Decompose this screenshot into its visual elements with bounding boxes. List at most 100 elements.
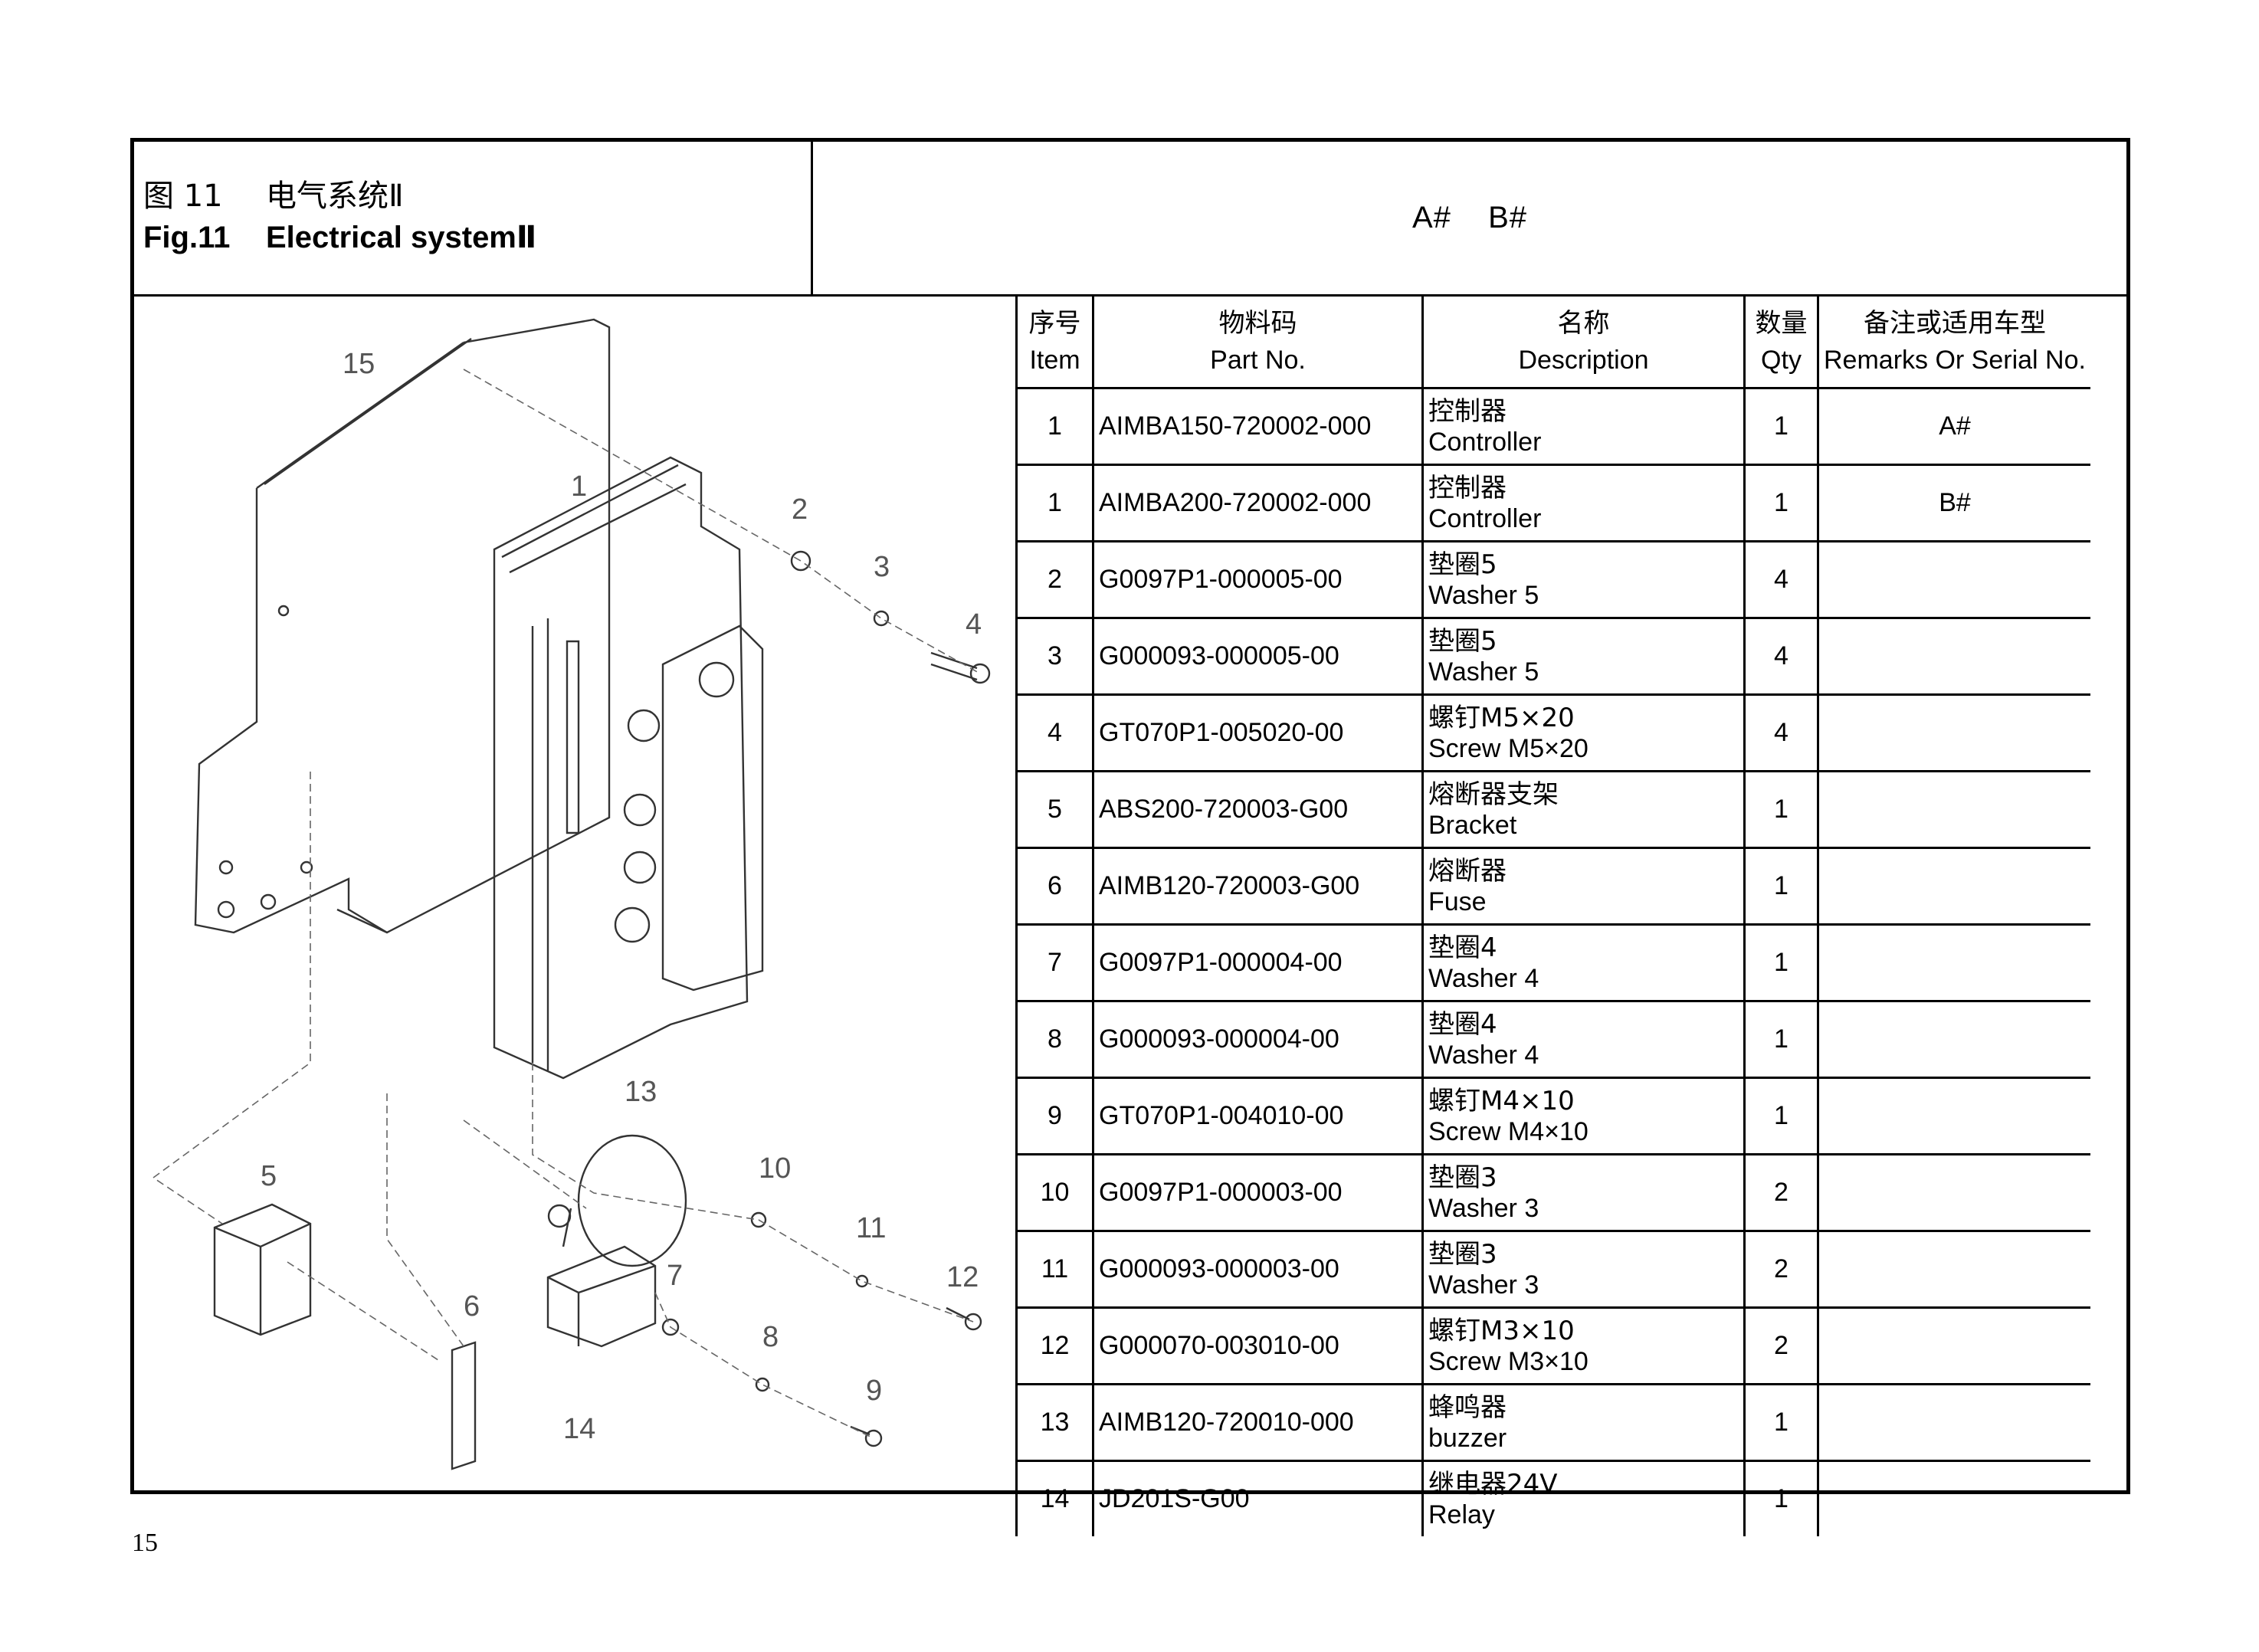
cell-part-no: GT070P1-005020-00: [1092, 693, 1424, 772]
description-en: Washer 4: [1428, 1040, 1539, 1070]
description-en: Washer 5: [1428, 580, 1539, 610]
cell-part-no: ABS200-720003-G00: [1092, 770, 1424, 849]
cell-remarks: [1816, 770, 2090, 849]
description-en: Washer 5: [1428, 657, 1539, 687]
cell-remarks: B#: [1816, 464, 2090, 542]
cell-remarks: [1816, 1230, 2090, 1309]
cell-part-no: G0097P1-000004-00: [1092, 923, 1424, 1002]
cell-part-no: G000093-000003-00: [1092, 1230, 1424, 1309]
description-en: Screw M4×10: [1428, 1116, 1589, 1146]
cell-item: 4: [1015, 693, 1094, 772]
callout-4: 4: [966, 608, 982, 641]
cell-part-no: JD201S-G00: [1092, 1460, 1424, 1536]
cell-part-no: AIMBA150-720002-000: [1092, 387, 1424, 466]
description-zh: 螺钉M5×20: [1428, 702, 1575, 733]
cell-item: 14: [1015, 1460, 1094, 1536]
description-zh: 控制器: [1428, 472, 1507, 503]
cell-item: 1: [1015, 387, 1094, 466]
callout-9: 9: [866, 1375, 882, 1407]
cell-remarks: [1816, 1153, 2090, 1232]
buzzer: [577, 1134, 687, 1267]
cell-item: 9: [1015, 1077, 1094, 1155]
description-en: Relay: [1428, 1500, 1495, 1529]
cell-qty: 4: [1743, 693, 1819, 772]
description-en: buzzer: [1428, 1423, 1507, 1453]
cell-part-no: G000093-000004-00: [1092, 1000, 1424, 1079]
description-en: Fuse: [1428, 887, 1487, 916]
mounting-plate: [336, 318, 611, 934]
controller-body: [493, 456, 749, 1080]
variant-b: B#: [1488, 201, 1527, 234]
cell-qty: 4: [1743, 540, 1819, 619]
cell-item: 13: [1015, 1383, 1094, 1462]
cell-item: 5: [1015, 770, 1094, 849]
cell-remarks: [1816, 1077, 2090, 1155]
description-zh: 垫圈4: [1428, 1008, 1497, 1040]
description-zh: 蜂鸣器: [1428, 1391, 1507, 1423]
cell-qty: 1: [1743, 770, 1819, 849]
cell-item: 7: [1015, 923, 1094, 1002]
description-zh: 垫圈5: [1428, 549, 1497, 580]
description-zh: 熔断器: [1428, 855, 1507, 887]
cell-part-no: GT070P1-004010-00: [1092, 1077, 1424, 1155]
cell-qty: 1: [1743, 1383, 1819, 1462]
cell-qty: 1: [1743, 1460, 1819, 1536]
callout-15: 15: [343, 348, 375, 380]
cell-item: 1: [1015, 464, 1094, 542]
callout-6: 6: [464, 1290, 480, 1323]
callout-3: 3: [874, 551, 890, 583]
cell-qty: 1: [1743, 923, 1819, 1002]
cell-item: 10: [1015, 1153, 1094, 1232]
cell-part-no: AIMBA200-720002-000: [1092, 464, 1424, 542]
page-number: 15: [132, 1529, 158, 1557]
fuse-bracket: [213, 1203, 312, 1336]
description-zh: 垫圈4: [1428, 932, 1497, 963]
description-zh: 垫圈3: [1428, 1162, 1497, 1193]
callout-2: 2: [792, 493, 808, 526]
figure-title-text-en: Electrical systemⅡ: [266, 221, 537, 254]
applicable-models: A# B#: [813, 142, 2126, 297]
cell-item: 2: [1015, 540, 1094, 619]
cell-remarks: [1816, 540, 2090, 619]
cell-qty: 2: [1743, 1153, 1819, 1232]
cell-remarks: [1816, 1383, 2090, 1462]
cell-qty: 1: [1743, 464, 1819, 542]
cell-item: 8: [1015, 1000, 1094, 1079]
cell-qty: 1: [1743, 1000, 1819, 1079]
cell-part-no: AIMB120-720010-000: [1092, 1383, 1424, 1462]
callout-8: 8: [762, 1321, 779, 1353]
description-zh: 继电器24V: [1428, 1468, 1558, 1500]
cell-qty: 4: [1743, 617, 1819, 696]
description-zh: 螺钉M4×10: [1428, 1085, 1575, 1116]
callout-11: 11: [856, 1212, 886, 1244]
cell-item: 11: [1015, 1230, 1094, 1309]
variant-a: A#: [1412, 201, 1451, 234]
cell-item: 3: [1015, 617, 1094, 696]
